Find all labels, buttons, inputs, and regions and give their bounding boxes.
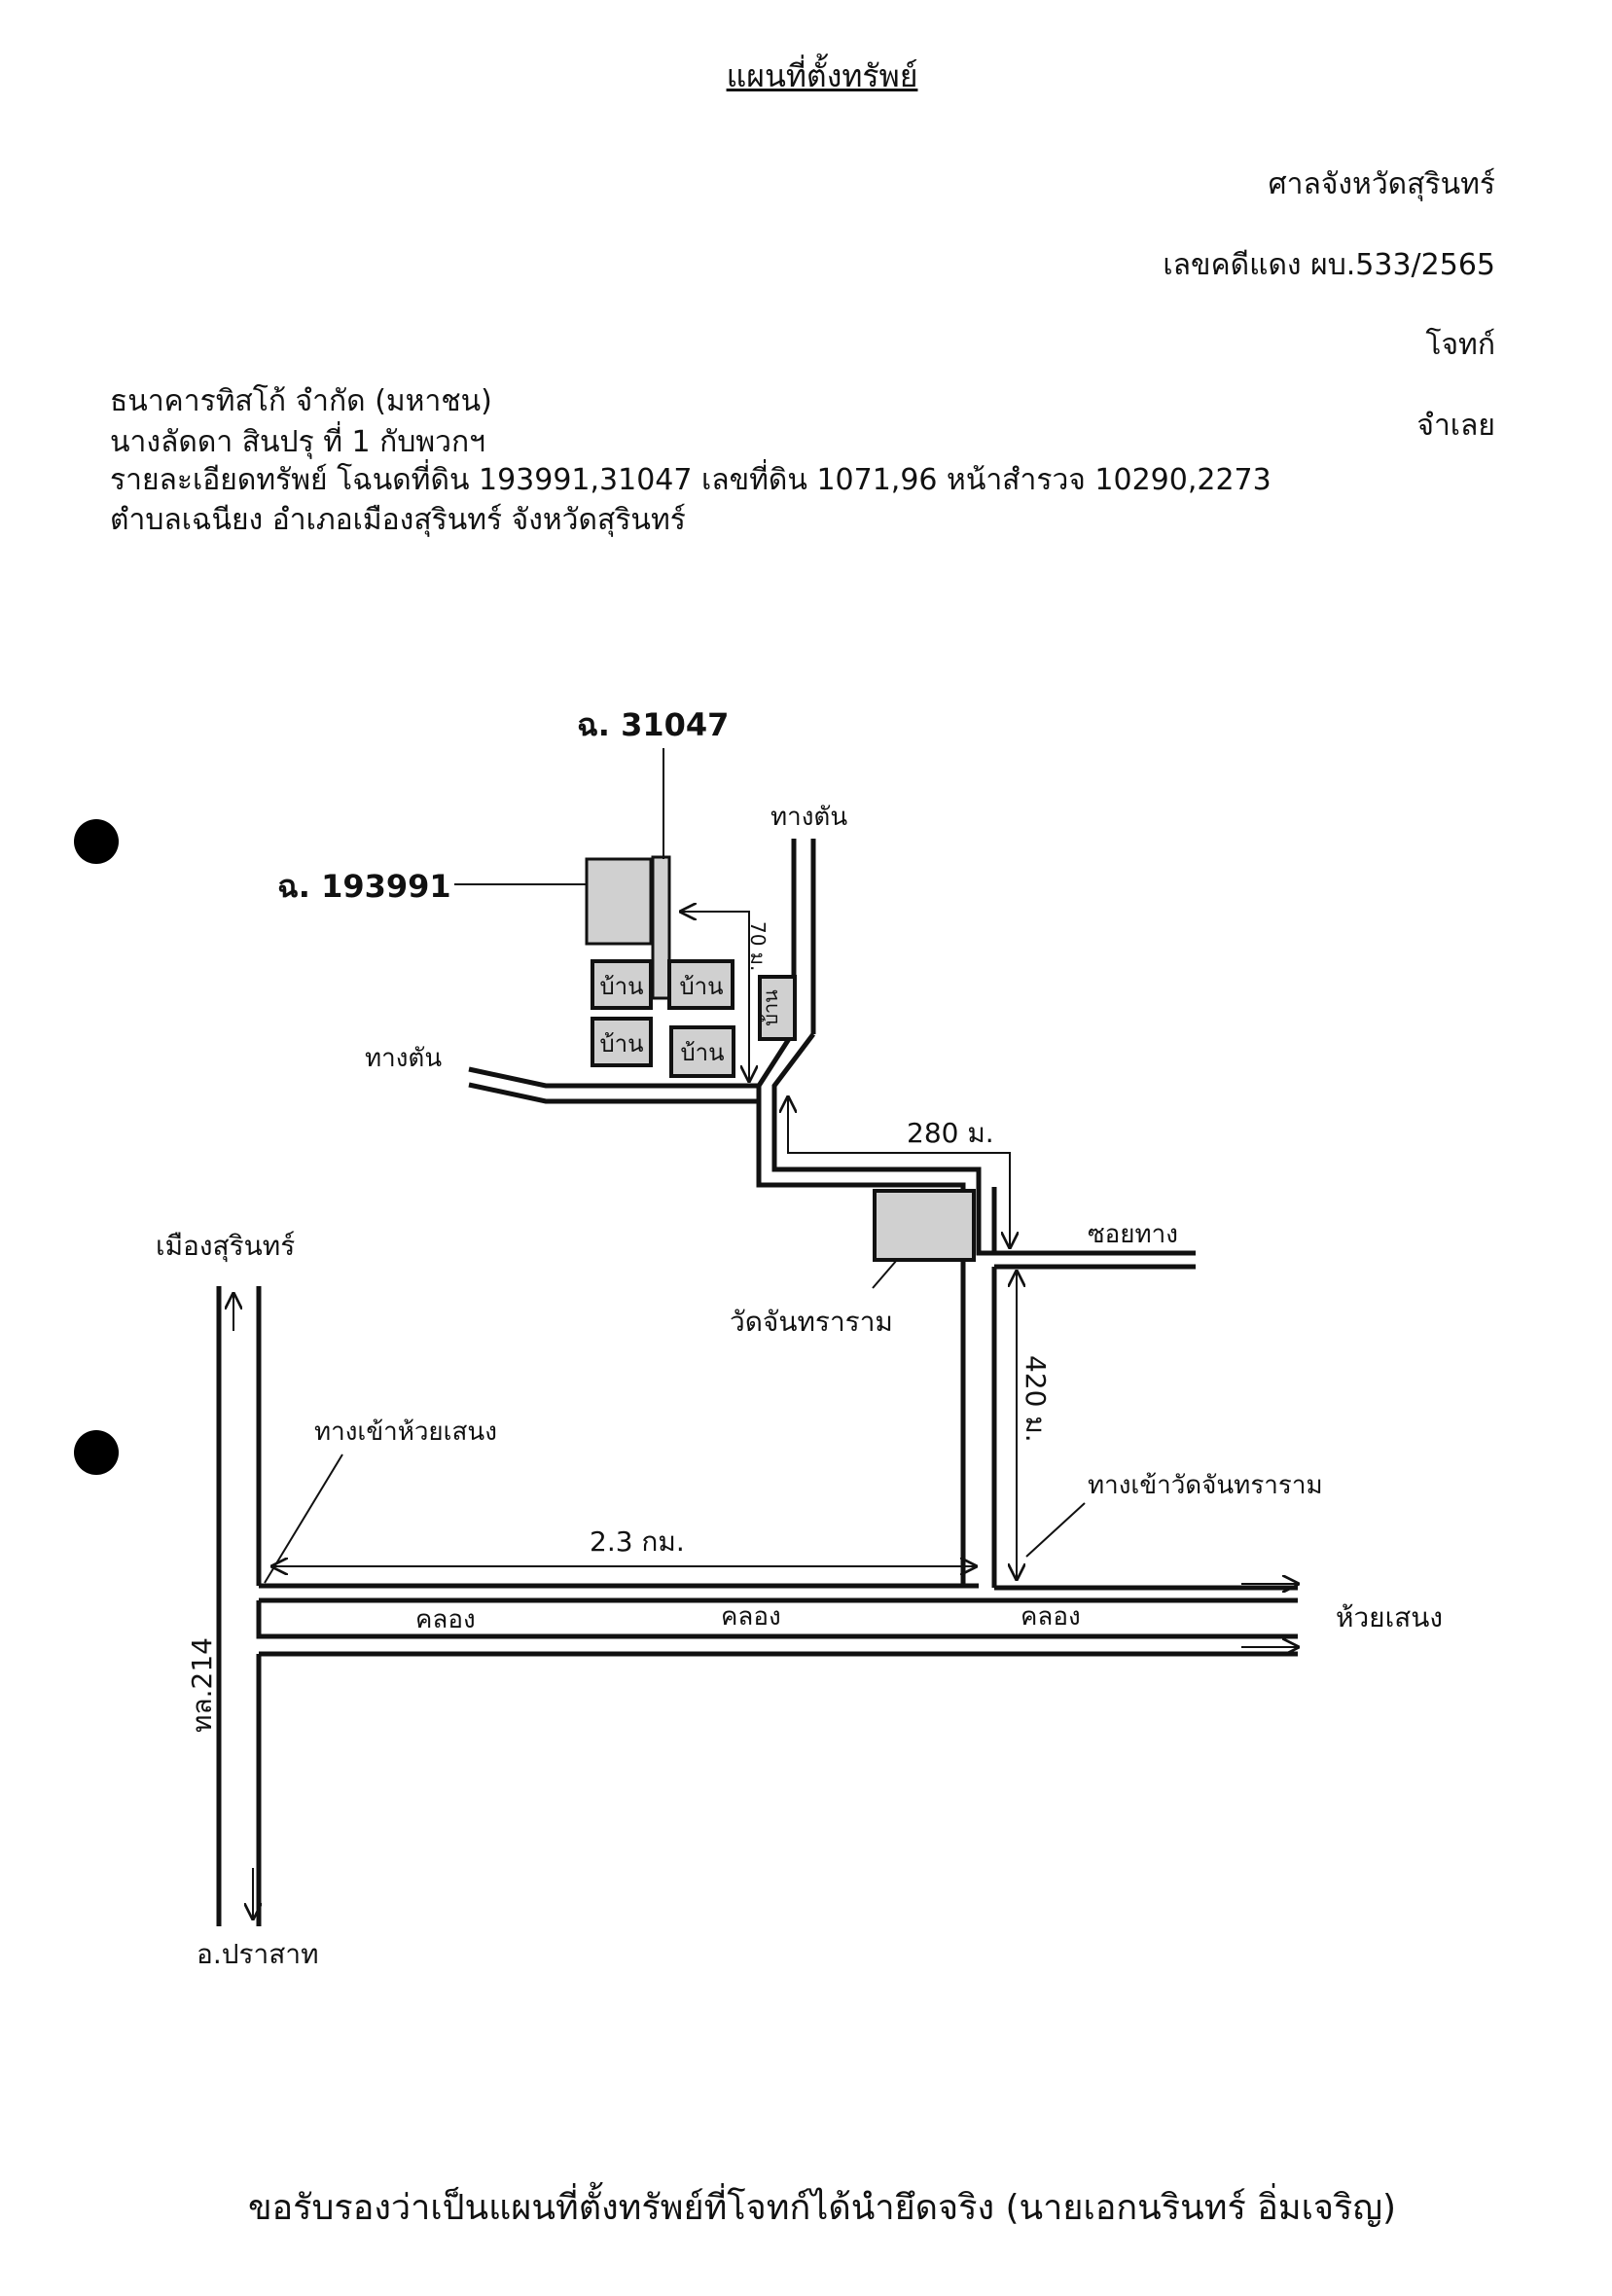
plaintiff-role: โจทก์ [1425,328,1495,362]
case-number: เลขคดีแดง ผบ.533/2565 [1163,248,1495,282]
canal-label: คลอง [415,1605,476,1634]
defendant-role: จำเลย [1416,409,1495,443]
dead-end-north-label: ทางตัน [770,803,847,832]
page-title: แผนที่ตั้งทรัพย์ [726,57,918,94]
highway-214-label: ทล.214 [186,1637,218,1733]
binder-hole [74,1430,119,1475]
temple-block [873,1189,976,1262]
defendant-name: นางลัดดา สินปรุ ที่ 1 กับพวกฯ [110,425,486,459]
house-label: บ้าน [599,973,643,1000]
road-lines [216,839,1298,1926]
house-label: บ้าน [599,1030,643,1058]
alley-label: ซอยทาง [1088,1220,1178,1249]
certification-note: ขอรับรองว่าเป็นแผนที่ตั้งทรัพย์ที่โจทก์ไ… [247,2188,1397,2228]
canal-label: คลอง [1021,1602,1081,1632]
deed-193991-label: ฉ. 193991 [277,868,451,905]
deed-31047-label: ฉ. 31047 [577,706,729,743]
house-label: บ้าน [680,1039,724,1066]
binder-hole [74,819,119,864]
plaintiff-name: ธนาคารทิสโก้ จำกัด (มหาชน) [110,384,492,418]
temple-entrance-label: ทางเข้าวัดจันทราราม [1088,1471,1323,1500]
dead-end-west-label: ทางตัน [365,1044,442,1073]
house-label: บ้าน [759,989,782,1026]
huai-entrance-label: ทางเข้าห้วยเสนง [314,1417,497,1447]
property-location: ตำบลเฉนียง อำเภอเมืองสุรินทร์ จังหวัดสุร… [110,503,686,537]
distance-420-label: 420 ม. [1020,1355,1052,1443]
parcel-193991 [585,857,653,946]
parcel-31047 [651,855,671,1000]
property-details: รายละเอียดทรัพย์ โฉนดที่ดิน 193991,31047… [110,463,1272,497]
distance-70-label: 70 ม. [746,921,770,971]
distance-280-label: 280 ม. [907,1117,994,1149]
distance-23-label: 2.3 กม. [590,1525,685,1558]
house-label: บ้าน [679,973,723,1000]
temple-label: วัดจันทราราม [730,1306,893,1338]
court-name: ศาลจังหวัดสุรินทร์ [1268,167,1495,201]
huai-senong-label: ห้วยเสนง [1336,1601,1443,1633]
canal-label: คลอง [721,1602,781,1632]
mueang-surin-label: เมืองสุรินทร์ [156,1230,295,1263]
prasat-label: อ.ปราสาท [197,1938,319,1970]
